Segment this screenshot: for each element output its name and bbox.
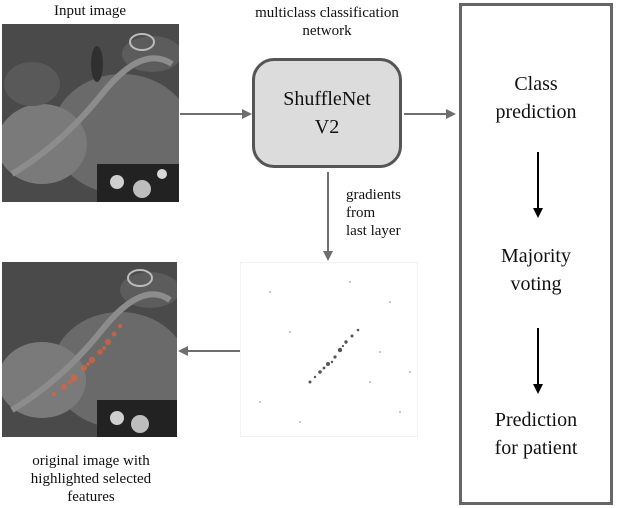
network-label-line2: network [302, 23, 352, 39]
gradients-label-line3: last layer [346, 223, 401, 239]
majority-voting-line2: voting [510, 273, 562, 295]
shufflenet-box: ShuffleNet V2 [252, 58, 402, 168]
highlighted-image-label: original image with highlighted selected… [0, 452, 182, 506]
class-prediction-line1: Class [514, 73, 558, 95]
gradients-label: gradients from last layer [346, 186, 436, 240]
input-ct-image [2, 24, 179, 202]
network-label: multiclass classification network [218, 4, 436, 40]
model-name-line2: V2 [314, 116, 340, 138]
highlighted-label-line1: original image with [32, 453, 150, 469]
highlighted-label-line3: features [67, 489, 115, 505]
highlighted-ct-image [2, 262, 177, 437]
class-prediction-line2: prediction [495, 101, 577, 123]
gradient-map-image [240, 262, 418, 437]
patient-prediction-label: Prediction for patient [462, 406, 610, 462]
highlighted-label-line2: highlighted selected [30, 471, 152, 487]
prediction-panel [459, 3, 613, 505]
model-name-line1: ShuffleNet [283, 88, 371, 110]
input-image-label: Input image [53, 3, 127, 19]
network-label-line1: multiclass classification [255, 5, 399, 21]
class-prediction-label: Class prediction [462, 70, 610, 126]
gradients-label-line1: gradients [346, 187, 401, 203]
majority-voting-label: Majority voting [462, 242, 610, 298]
gradients-label-line2: from [346, 205, 376, 221]
majority-voting-line1: Majority [501, 245, 571, 267]
patient-prediction-line1: Prediction [494, 409, 578, 431]
patient-prediction-line2: for patient [494, 437, 578, 459]
